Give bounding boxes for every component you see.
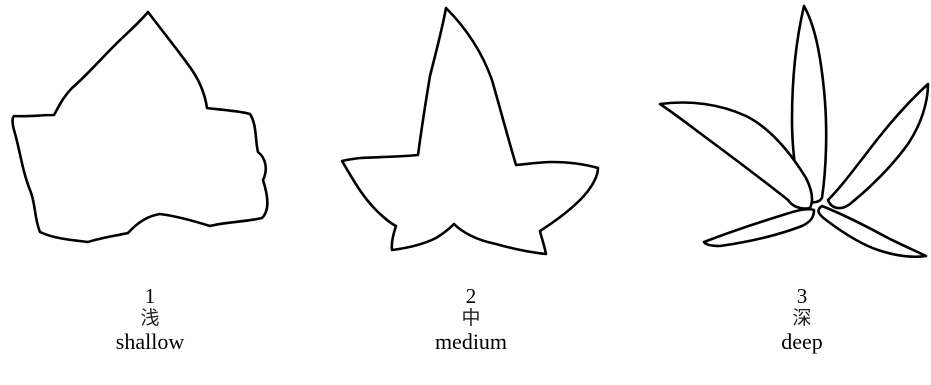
leaf-label-english: shallow xyxy=(50,330,250,354)
leaf-number: 2 xyxy=(371,285,571,307)
leaf-label-chinese: 浅 xyxy=(50,307,250,330)
leaf-number: 1 xyxy=(50,285,250,307)
leaf-label-chinese: 中 xyxy=(371,307,571,330)
leaf-number: 3 xyxy=(702,285,902,307)
leaf-label-english: deep xyxy=(702,330,902,354)
leaf-label-english: medium xyxy=(371,330,571,354)
leaf-caption-deep: 3 深 deep xyxy=(702,285,902,354)
leaf-label-chinese: 深 xyxy=(702,307,902,330)
leaf-caption-medium: 2 中 medium xyxy=(371,285,571,354)
leaf-caption-shallow: 1 浅 shallow xyxy=(50,285,250,354)
